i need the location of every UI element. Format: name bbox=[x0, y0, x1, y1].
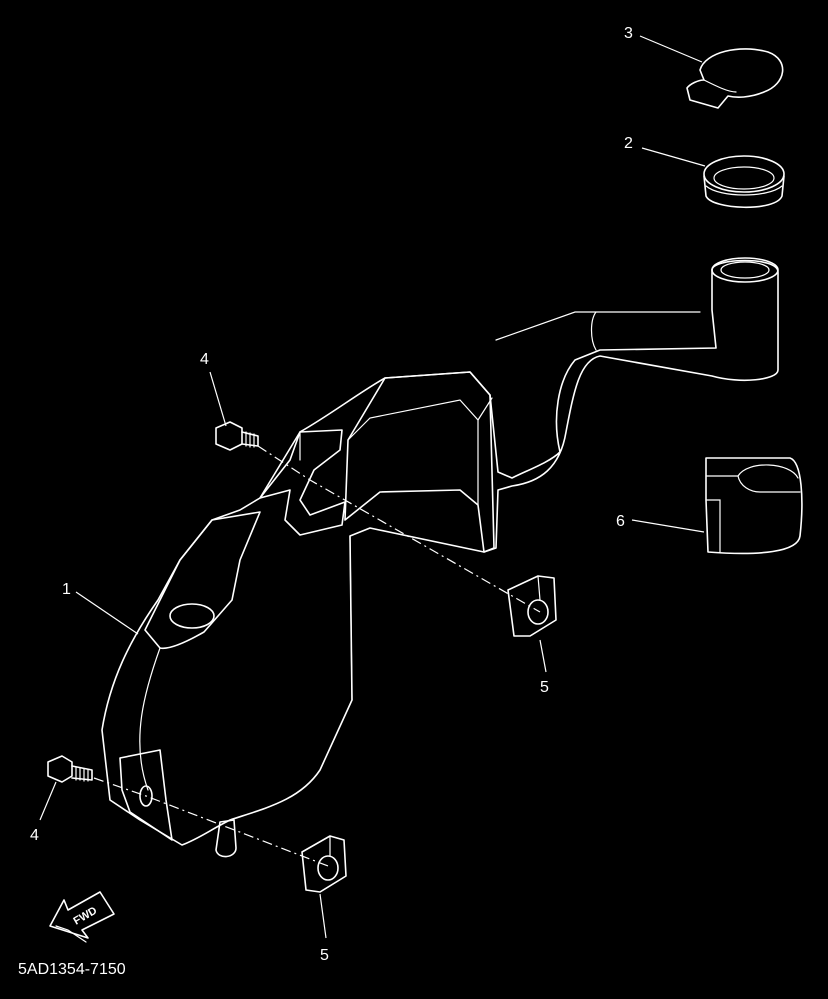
label-part-4-upper: 4 bbox=[200, 351, 209, 368]
label-part-4-lower: 4 bbox=[30, 827, 39, 844]
label-part-6: 6 bbox=[616, 513, 625, 530]
bolt-lower-part-4 bbox=[47, 755, 93, 783]
bolt-upper-part-4 bbox=[215, 421, 259, 451]
assembly-lines bbox=[93, 445, 541, 867]
label-part-1: 1 bbox=[62, 581, 71, 598]
leader-lines bbox=[39, 35, 706, 939]
fwd-arrow: FWD bbox=[49, 891, 115, 943]
drawing-code: 5AD1354-7150 bbox=[18, 961, 126, 978]
tank-part-1 bbox=[101, 257, 779, 858]
label-part-3: 3 bbox=[624, 25, 633, 42]
seal-part-2 bbox=[703, 155, 785, 209]
nut-upper-part-5 bbox=[507, 575, 557, 637]
nut-lower-part-5 bbox=[301, 835, 347, 893]
label-part-2: 2 bbox=[624, 135, 633, 152]
cap-part-3 bbox=[686, 48, 784, 109]
label-part-5-upper: 5 bbox=[540, 679, 549, 696]
label-part-5-lower: 5 bbox=[320, 947, 329, 964]
clamp-part-6 bbox=[705, 457, 803, 555]
